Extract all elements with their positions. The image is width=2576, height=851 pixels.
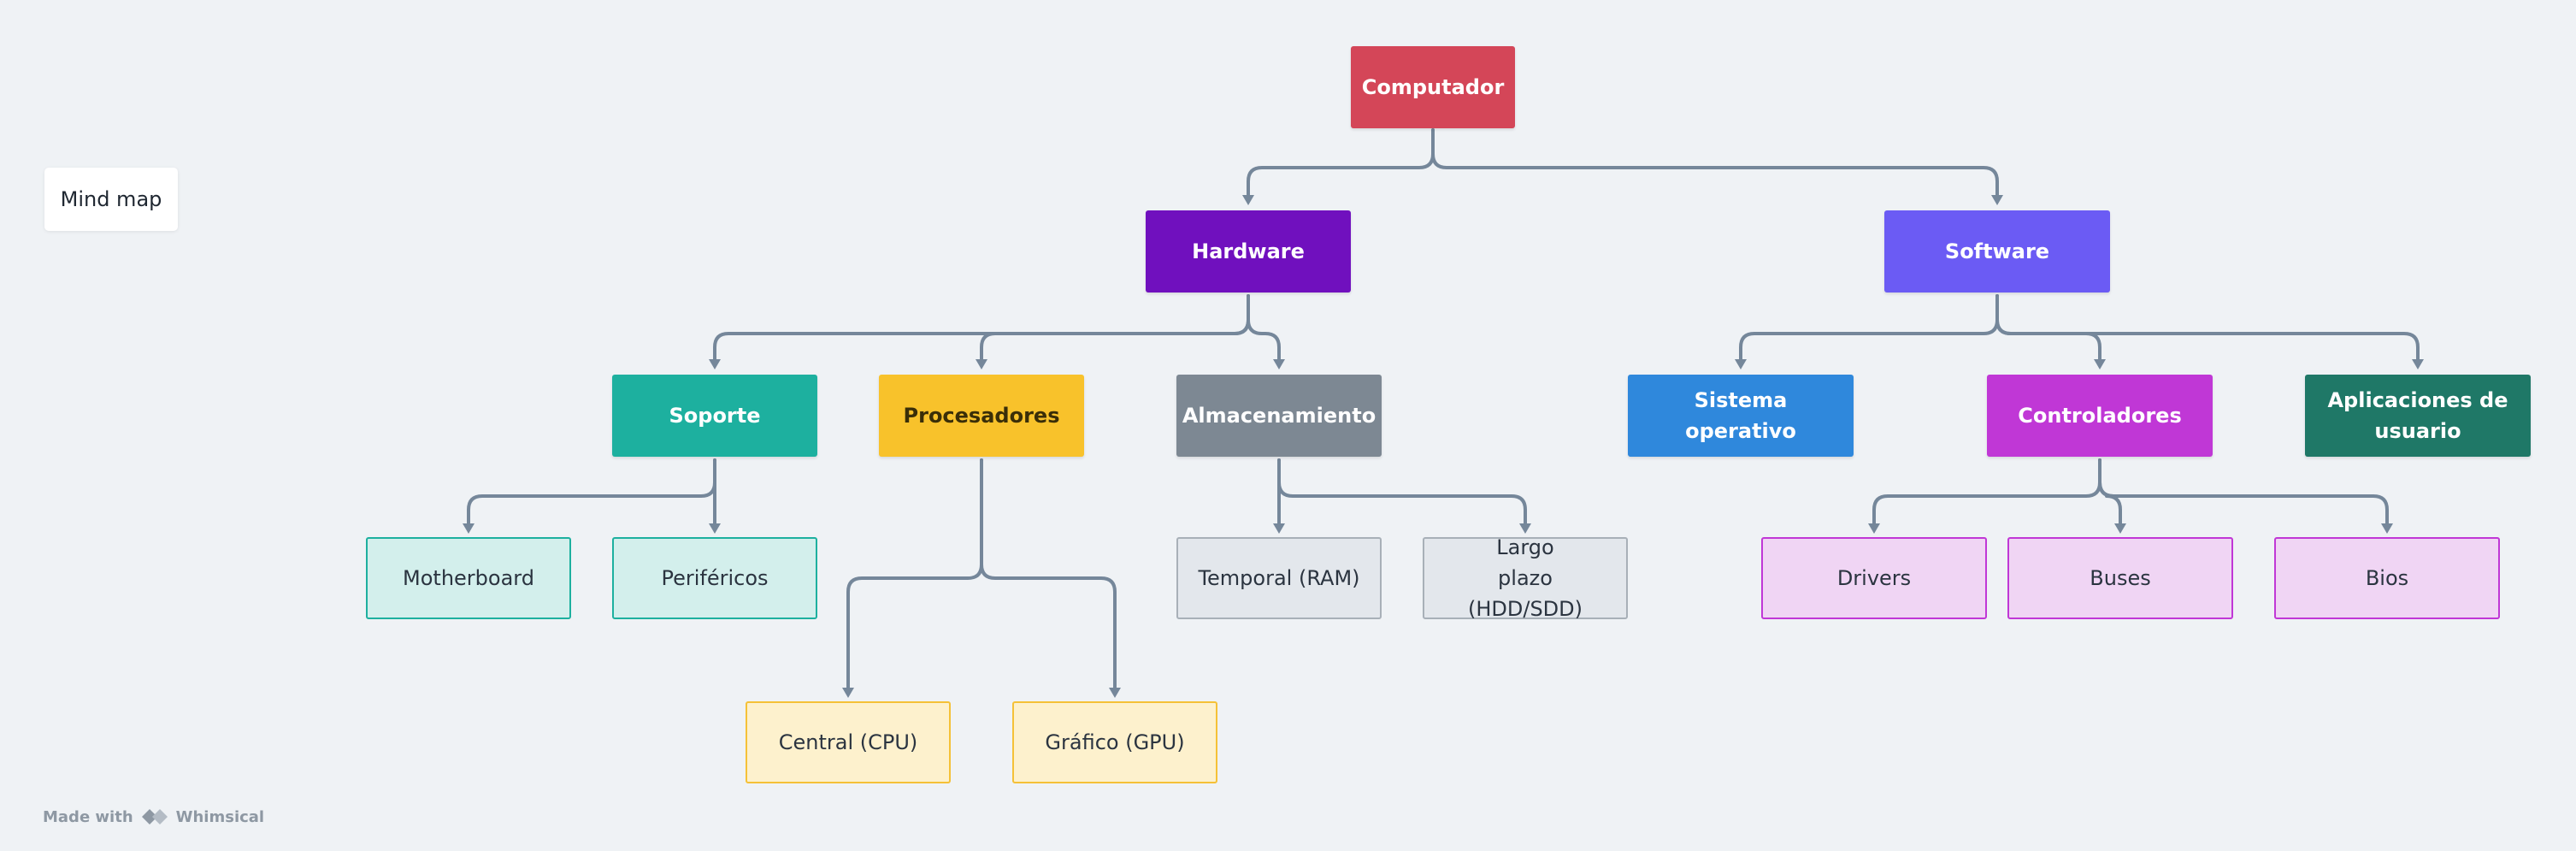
edge-software-controladores [1995, 294, 2101, 363]
made-with-text: Made with [43, 807, 133, 826]
edge-soporte-motherboard [467, 458, 716, 527]
node-soporte[interactable]: Soporte [612, 375, 817, 457]
node-gpu[interactable]: Gráfico (GPU) [1012, 701, 1217, 783]
node-procesadores[interactable]: Procesadores [879, 375, 1084, 457]
edge-software-aplicaciones [1995, 294, 2420, 363]
node-controladores[interactable]: Controladores [1987, 375, 2213, 457]
made-with-whimsical-badge[interactable]: Made with Whimsical [43, 804, 264, 830]
edge-controladores-bios [2098, 458, 2389, 527]
edge-almacenamiento-largo [1277, 458, 1527, 527]
node-almacenamiento[interactable]: Almacenamiento [1176, 375, 1382, 457]
edge-software-sistema [1739, 294, 1999, 363]
node-buses[interactable]: Buses [2007, 537, 2233, 619]
edge-controladores-drivers [1872, 458, 2101, 527]
edge-hardware-almacenamiento [1247, 294, 1281, 363]
node-temporal[interactable]: Temporal (RAM) [1176, 537, 1382, 619]
edge-computador-hardware [1247, 128, 1435, 198]
edge-procesadores-cpu [846, 458, 983, 691]
node-hardware[interactable]: Hardware [1146, 210, 1351, 293]
whimsical-brand-text: Whimsical [175, 807, 265, 826]
edge-procesadores-gpu [980, 458, 1117, 691]
arrowheads [463, 195, 2424, 698]
node-aplicaciones[interactable]: Aplicaciones de usuario [2305, 375, 2531, 457]
node-computador[interactable]: Computador [1351, 46, 1515, 128]
edge-hardware-procesadores [980, 294, 1250, 363]
node-perifericos[interactable]: Periféricos [612, 537, 817, 619]
node-largo-plazo[interactable]: Largo plazo (HDD/SDD) [1423, 535, 1628, 621]
node-drivers[interactable]: Drivers [1761, 537, 1987, 619]
node-cpu[interactable]: Central (CPU) [746, 701, 951, 783]
node-software[interactable]: Software [1884, 210, 2110, 293]
mind-map-label[interactable]: Mind map [44, 168, 178, 231]
node-sistema-operativo[interactable]: Sistema operativo [1628, 375, 1854, 457]
edge-computador-software [1431, 128, 1999, 198]
node-bios[interactable]: Bios [2274, 537, 2500, 619]
whimsical-logo-icon [141, 809, 168, 824]
node-motherboard[interactable]: Motherboard [366, 537, 571, 619]
